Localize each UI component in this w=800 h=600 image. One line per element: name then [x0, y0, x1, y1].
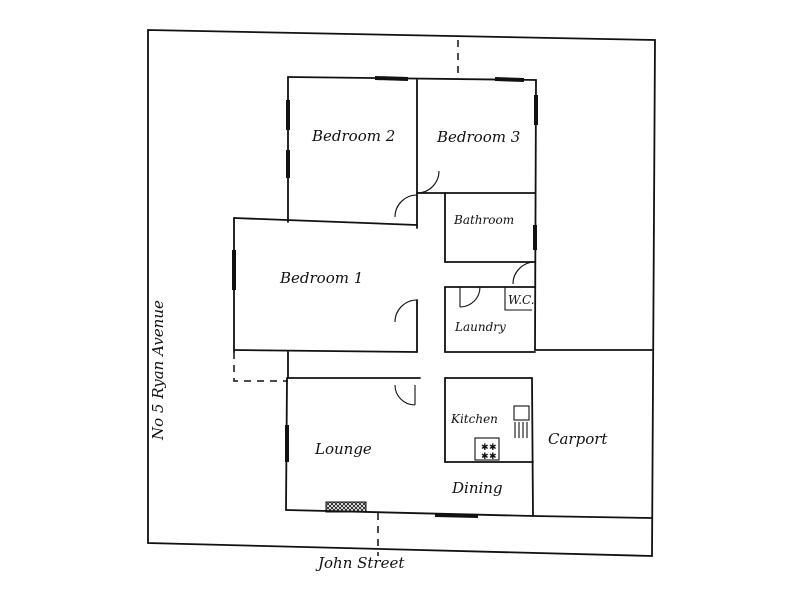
label-wc: W.C.: [508, 293, 535, 307]
label-laundry: Laundry: [454, 320, 506, 334]
label-kitchen: Kitchen: [450, 412, 498, 426]
property-boundary: [147, 29, 656, 557]
label-front-street: John Street: [315, 554, 405, 572]
svg-text:✱: ✱: [481, 443, 489, 453]
label-bedroom-1: Bedroom 1: [279, 269, 363, 287]
kitchen-fixtures: ✱ ✱ ✱ ✱: [474, 405, 530, 462]
house-walls: [233, 76, 653, 519]
label-dining: Dining: [451, 479, 503, 497]
windows: [232, 76, 538, 518]
dashed-boundaries: [233, 40, 459, 556]
label-bedroom-2: Bedroom 2: [311, 127, 395, 145]
label-bathroom: Bathroom: [453, 213, 514, 227]
svg-text:✱: ✱: [489, 452, 497, 462]
svg-text:✱: ✱: [481, 452, 489, 462]
label-side-street: No 5 Ryan Avenue: [149, 300, 167, 441]
svg-text:✱: ✱: [489, 443, 497, 453]
label-bedroom-3: Bedroom 3: [436, 128, 520, 146]
label-carport: Carport: [548, 430, 608, 448]
label-lounge: Lounge: [314, 440, 372, 458]
fireplace: [325, 501, 367, 513]
doors: [394, 170, 536, 406]
